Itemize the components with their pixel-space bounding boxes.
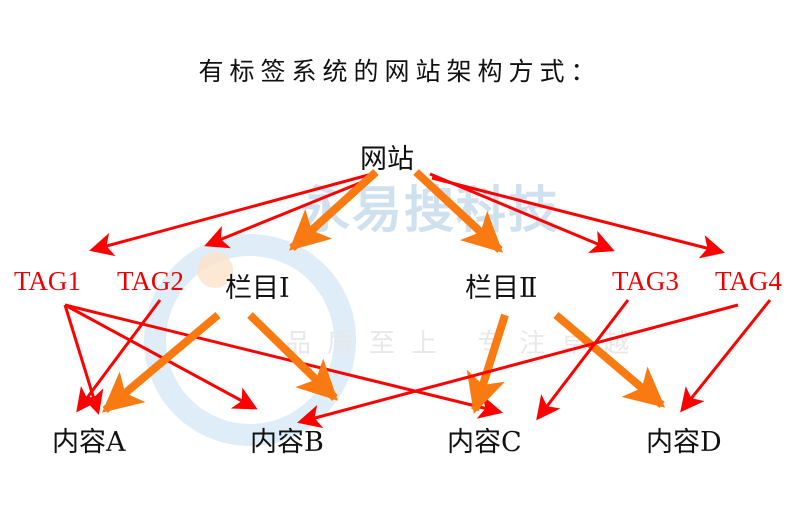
tag-arrow — [680, 299, 772, 413]
node-column-2: 栏目Ⅱ — [465, 273, 538, 304]
page-title: 有标签系统的网站架构方式： — [198, 57, 602, 86]
node-content-d: 内容D — [646, 427, 722, 458]
column-arrow — [101, 311, 221, 414]
tag-arrow — [64, 303, 503, 419]
tag-arrow — [431, 176, 725, 259]
node-content-a: 内容A — [52, 427, 126, 458]
node-content-c: 内容C — [447, 427, 522, 458]
tag-arrow — [64, 303, 258, 410]
node-content-b: 内容B — [250, 427, 324, 458]
node-column-1: 栏目Ⅰ — [225, 273, 290, 304]
node-tag2: TAG2 — [117, 266, 184, 296]
column-arrow — [289, 169, 379, 251]
column-arrow — [247, 312, 338, 401]
node-tag4: TAG4 — [715, 266, 782, 296]
node-tag3: TAG3 — [612, 266, 679, 296]
column-arrow — [466, 313, 509, 414]
column-arrow — [553, 311, 666, 409]
tag-arrow — [76, 299, 162, 413]
watermark-slogan: 品质至上 专注卓越 — [285, 329, 646, 359]
node-website: 网站 — [360, 144, 414, 175]
tag-arrow — [536, 299, 630, 421]
tag-arrow — [89, 172, 373, 257]
node-tag1: TAG1 — [14, 266, 81, 296]
column-arrow — [413, 169, 503, 253]
tag-arrow — [297, 303, 739, 429]
